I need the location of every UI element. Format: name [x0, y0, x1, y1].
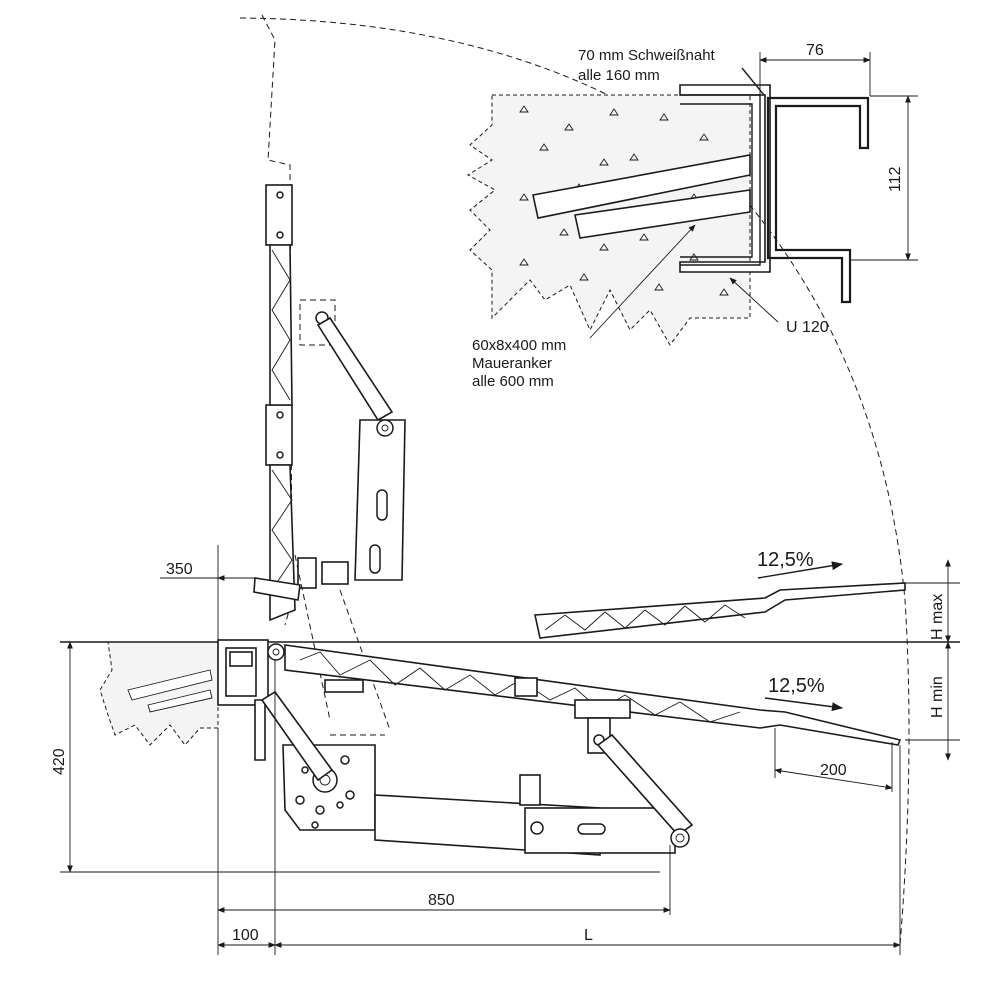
weld-note-line1: 70 mm Schweißnaht	[578, 47, 716, 64]
swing-arc	[239, 17, 910, 946]
anchor-note-line3: alle 600 mm	[472, 373, 554, 390]
wall-anchor-2	[574, 189, 751, 239]
anchor-note-line1: 60x8x400 mm	[472, 337, 566, 354]
dimension-lines	[60, 545, 960, 955]
u120-channel	[679, 84, 771, 273]
slope-upper: 12,5%	[757, 549, 814, 571]
dimension-h-max: H max	[929, 594, 946, 640]
weld-note-line2: alle 160 mm	[578, 67, 660, 84]
dimension-76: 76	[806, 42, 824, 59]
dimension-100: 100	[232, 927, 259, 944]
frame-assembly	[217, 554, 391, 761]
dimension-420: 420	[51, 748, 68, 775]
detail-inset	[467, 52, 918, 346]
dimension-112: 112	[887, 166, 904, 192]
slope-lower: 12,5%	[768, 675, 825, 697]
dimension-200: 200	[820, 762, 847, 779]
wall-anchor-1	[532, 154, 751, 219]
dimension-L: L	[584, 927, 593, 944]
raised-platform	[534, 582, 906, 639]
hydraulic-base	[260, 690, 694, 856]
working-platform	[284, 644, 902, 754]
lip-profile	[766, 96, 870, 304]
dimension-350: 350	[166, 561, 193, 578]
stowed-platform	[253, 14, 406, 626]
dimension-850: 850	[428, 892, 455, 909]
profile-label: U 120	[786, 319, 829, 336]
dimension-h-min: H min	[929, 676, 946, 718]
anchor-note-line2: Maueranker	[472, 355, 552, 372]
